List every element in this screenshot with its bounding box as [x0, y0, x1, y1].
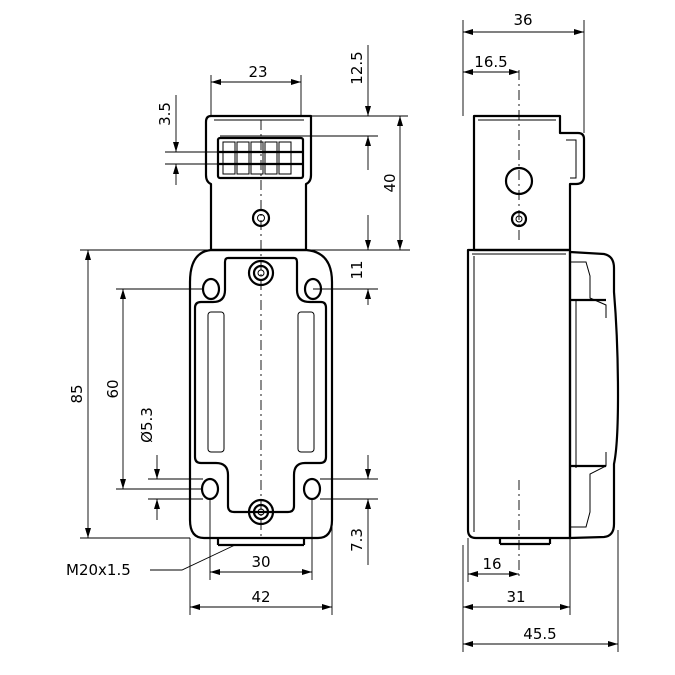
dim-header-offset: 12.5 — [348, 51, 366, 84]
side-view — [466, 70, 620, 580]
front-view — [188, 114, 334, 547]
dim-total-depth: 45.5 — [523, 625, 556, 643]
thread-label: M20x1.5 — [66, 561, 131, 579]
dim-bottom-offset: 7.3 — [348, 528, 366, 552]
dim-conduit-axis: 16 — [482, 555, 501, 573]
dim-head-axis: 16.5 — [474, 53, 507, 71]
side-lid-outline — [568, 250, 620, 540]
dim-overall-width: 42 — [251, 588, 270, 606]
front-body-outline — [188, 248, 334, 540]
connector-pins — [216, 136, 305, 180]
dim-hole-spacing-h: 30 — [251, 553, 270, 571]
front-cover-recess — [193, 256, 328, 514]
dim-connector-width: 23 — [248, 63, 267, 81]
front-head-outline — [204, 114, 313, 252]
dim-hole-diameter: Ø5.3 — [138, 407, 156, 443]
dim-depth: 36 — [513, 11, 532, 29]
dim-overall-height: 85 — [68, 384, 86, 403]
dim-hole-offset: 11 — [348, 260, 366, 279]
side-dimensions: 36 16.5 16 31 45.5 — [462, 11, 619, 652]
side-head-outline — [472, 114, 586, 252]
dim-head-height: 40 — [381, 173, 399, 192]
side-body-outline — [466, 248, 572, 540]
front-dimensions: 23 12.5 3.5 40 11 85 60 — [66, 45, 410, 615]
dim-hole-spacing-v: 60 — [104, 379, 122, 398]
dim-pin-pitch: 3.5 — [156, 102, 174, 126]
dim-body-depth: 31 — [506, 588, 525, 606]
